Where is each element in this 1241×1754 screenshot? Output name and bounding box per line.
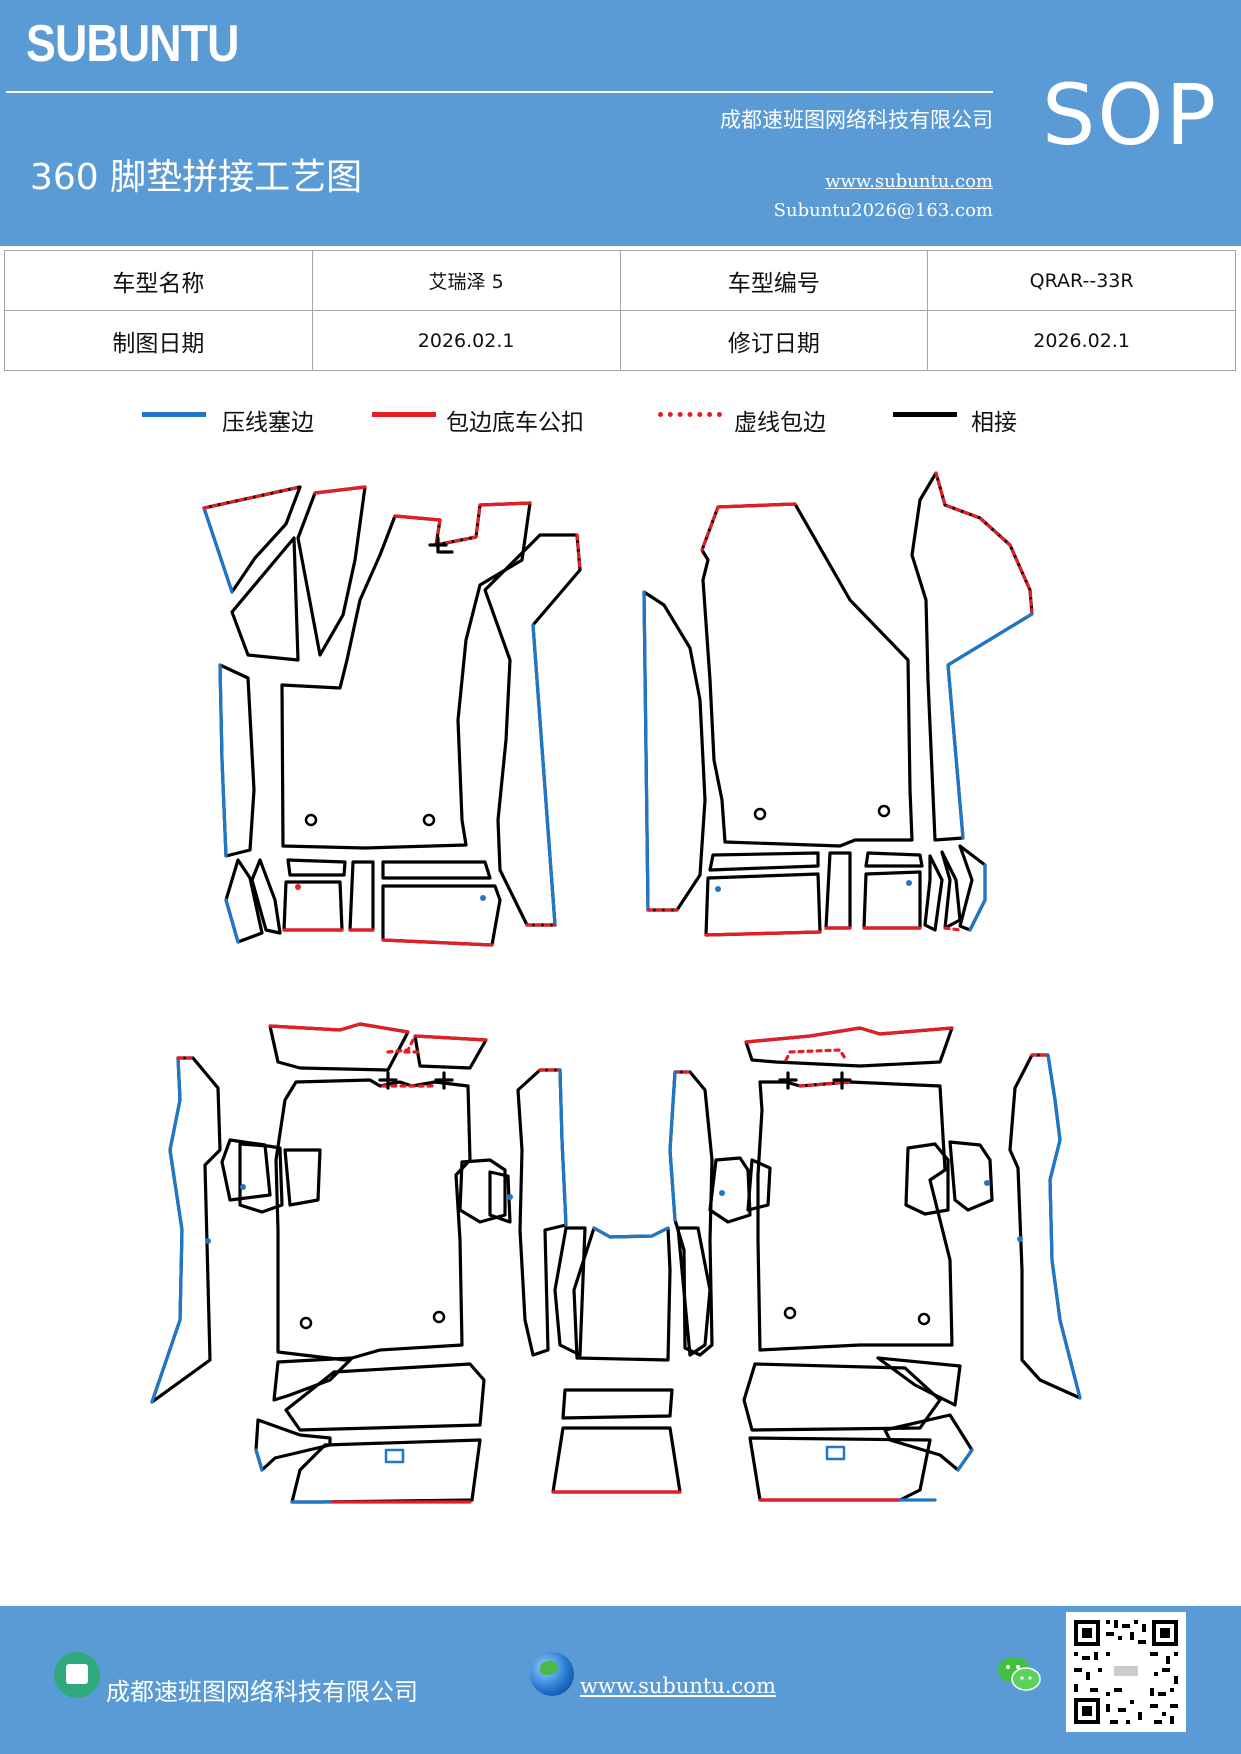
revise-date-label: 修订日期 [619,310,929,371]
rear-left-mat-set [150,1022,568,1504]
building-icon [54,1652,100,1698]
draw-date-value: 2026.02.1 [311,310,621,371]
doc-type-label: SOP [1042,66,1219,164]
line-legend: 压线塞边 包边底车公扣 虚线包边 相接 [0,403,1241,443]
rear-right-mat-set [708,1026,1082,1502]
wechat-icon[interactable] [996,1654,1042,1694]
table-row: 制图日期 2026.02.1 修订日期 2026.02.1 [4,310,1236,371]
website-link[interactable]: www.subuntu.com [825,171,993,192]
front-left-mat-set [202,485,582,947]
email-address: Subuntu2026@163.com [773,200,993,221]
model-code-label: 车型编号 [619,250,929,311]
table-row: 车型名称 艾瑞泽 5 车型编号 QRAR--33R [4,250,1236,311]
legend-swatch [372,412,436,417]
brand-logo: SUBUNTU [26,15,239,73]
legend-swatch [142,412,206,417]
legend-label: 包边底车公扣 [446,410,584,436]
model-name-label: 车型名称 [4,250,313,311]
header-divider [6,91,993,93]
footer-company-name: 成都速班图网络科技有限公司 [106,1678,418,1706]
legend-label: 压线塞边 [222,410,314,436]
header-banner: SUBUNTU SOP 360 脚垫拼接工艺图 成都速班图网络科技有限公司 ww… [0,0,1241,246]
front-right-mat-set [642,471,1034,937]
model-code-value: QRAR--33R [927,250,1236,311]
globe-icon [530,1652,574,1696]
company-name: 成都速班图网络科技有限公司 [720,108,993,132]
legend-label: 相接 [971,410,1017,436]
legend-swatch [893,412,957,417]
legend-label: 虚线包边 [734,410,826,436]
model-name-value: 艾瑞泽 5 [311,250,621,311]
revise-date-value: 2026.02.1 [927,310,1236,371]
footer-banner: 成都速班图网络科技有限公司 www.subuntu.com [0,1606,1241,1754]
footer-website-link[interactable]: www.subuntu.com [580,1674,776,1698]
center-tunnel-mat-set [551,1070,714,1494]
legend-swatch [658,412,722,417]
page-title: 360 脚垫拼接工艺图 [30,157,363,198]
qr-code [1066,1612,1186,1732]
draw-date-label: 制图日期 [4,310,313,371]
vehicle-info-table: 车型名称 艾瑞泽 5 车型编号 QRAR--33R 制图日期 2026.02.1… [4,250,1236,371]
